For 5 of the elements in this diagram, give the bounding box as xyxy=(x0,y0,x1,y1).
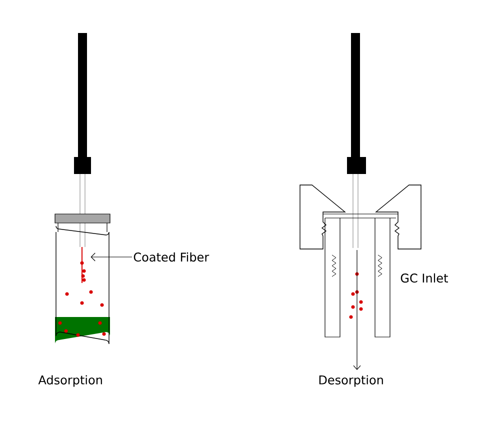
callout-label: Coated Fiber xyxy=(134,252,210,262)
leader-line xyxy=(90,252,132,262)
text-label: GC Inlet xyxy=(400,273,448,283)
text-label: Adsorption xyxy=(38,375,102,387)
text-label: Desorption xyxy=(319,375,383,387)
